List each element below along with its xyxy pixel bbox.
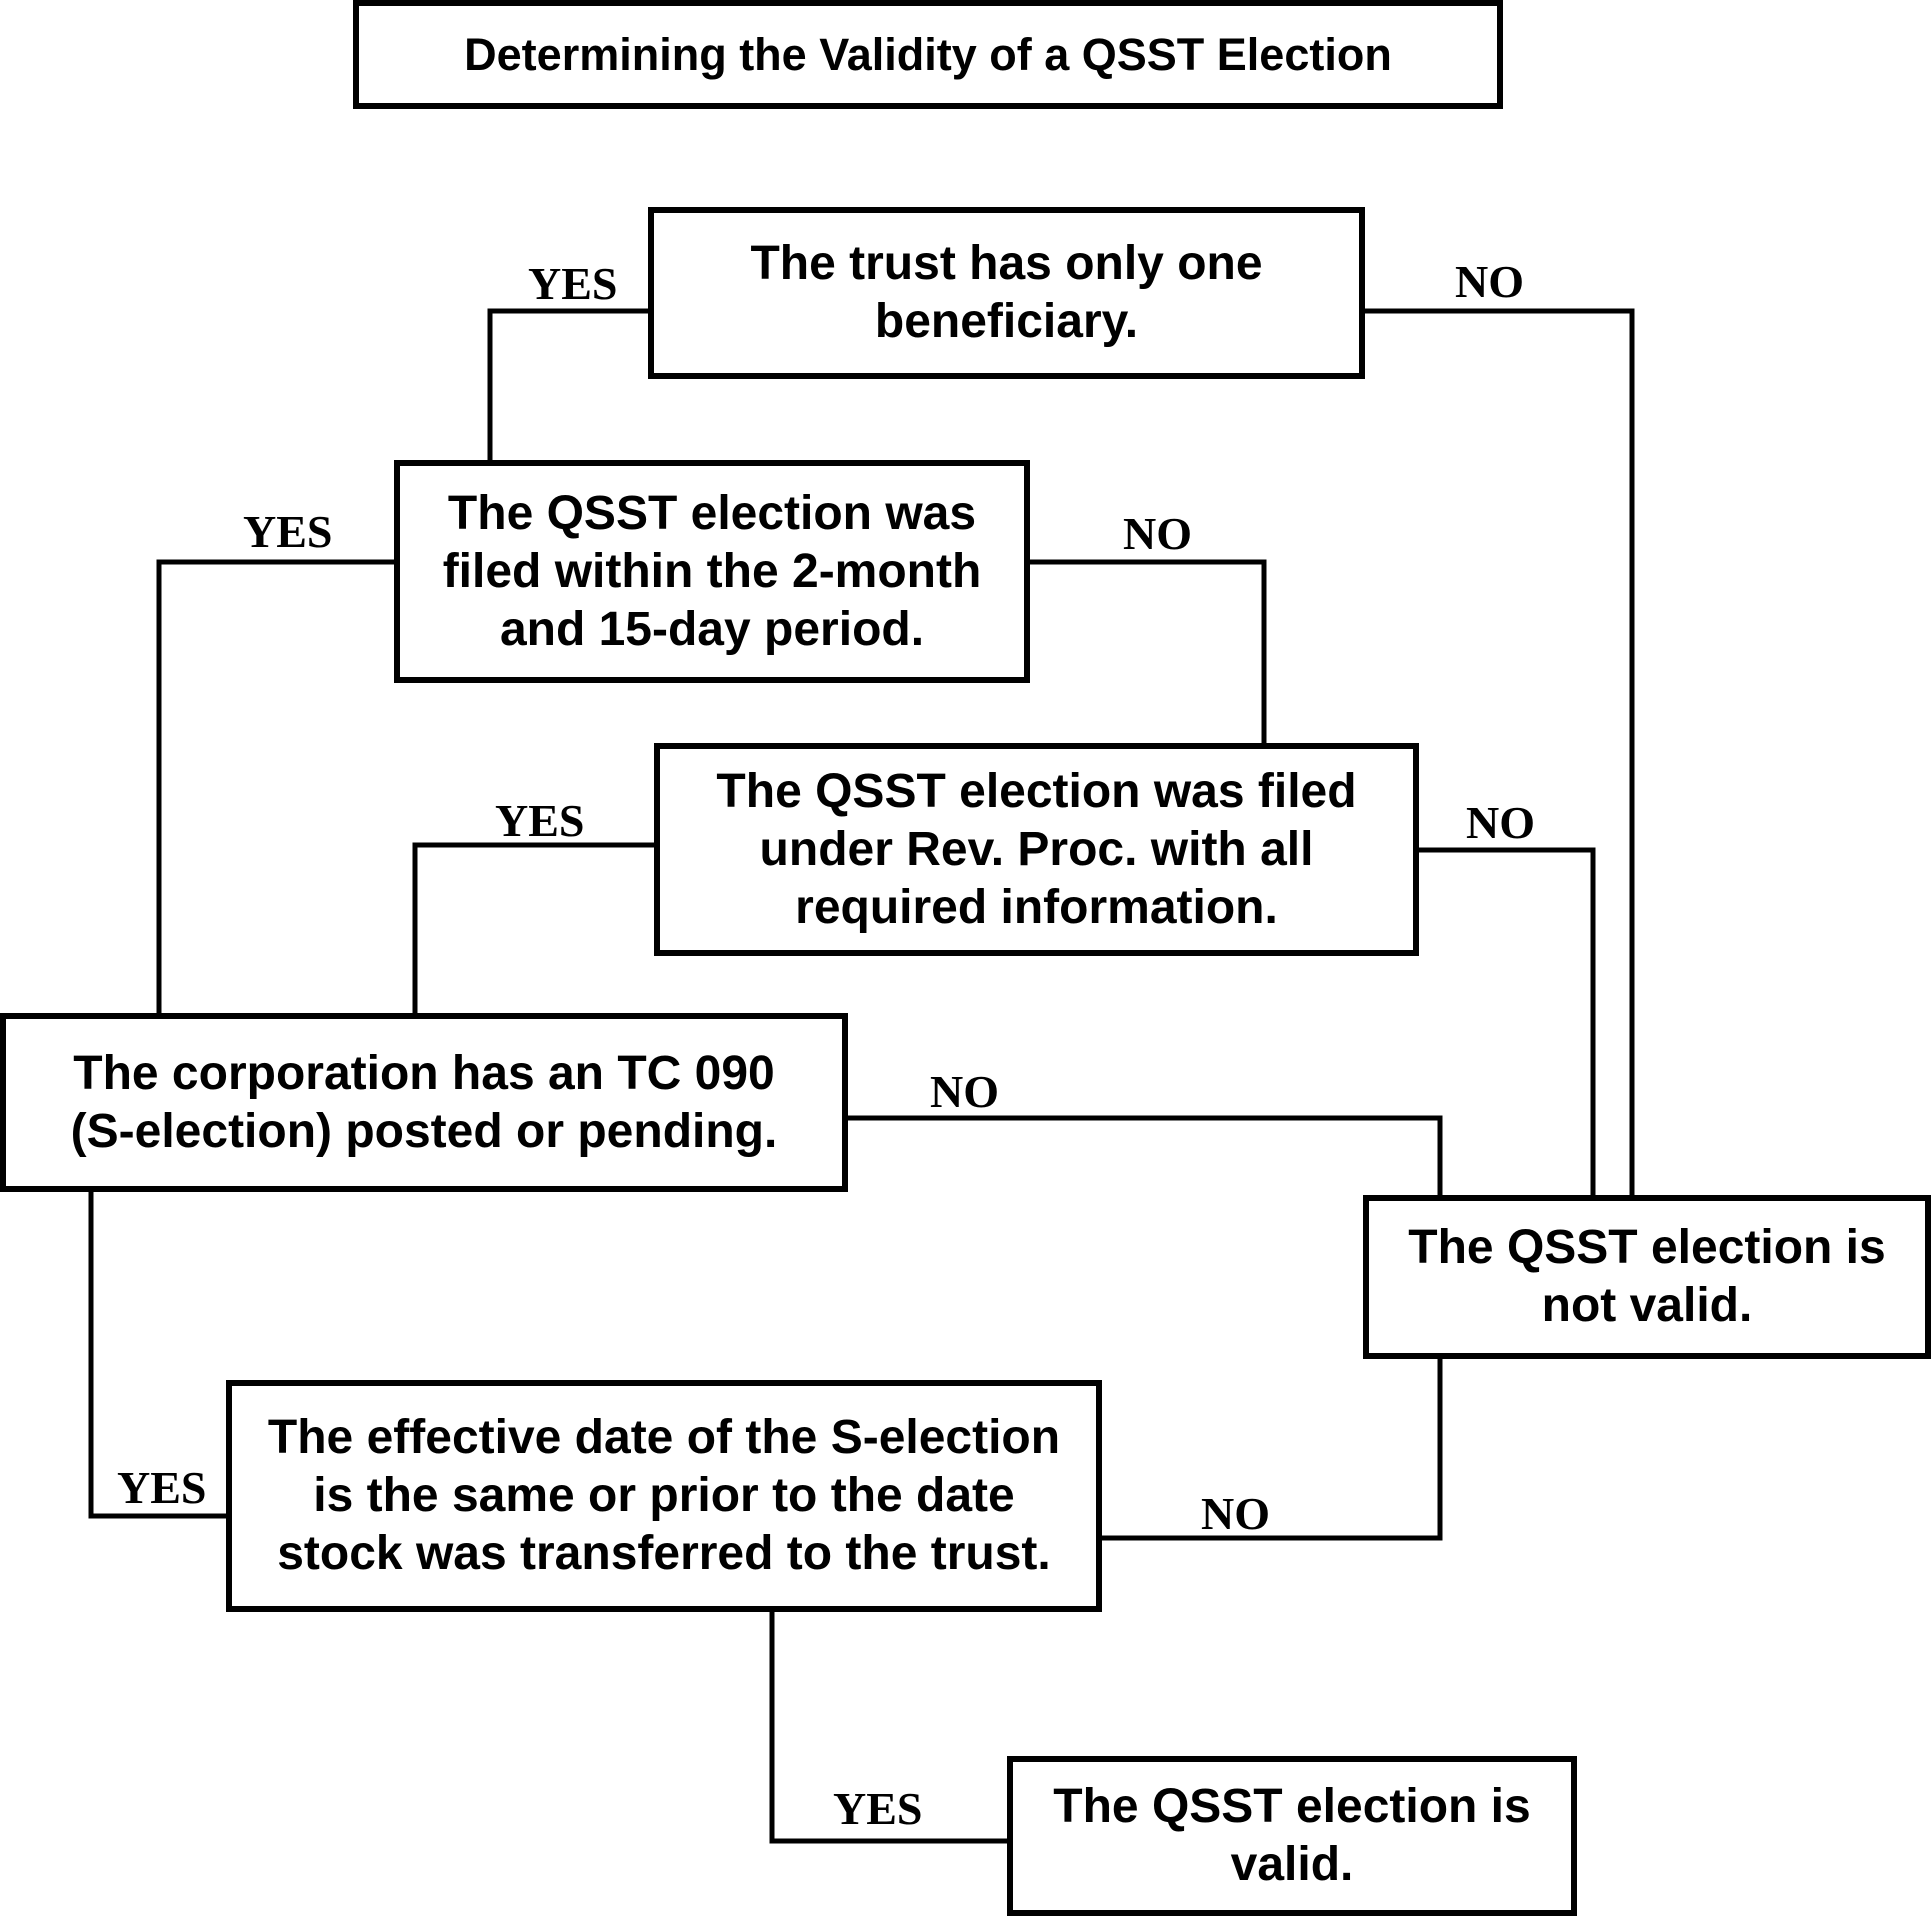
label-one-beneficiary-yes: YES (528, 258, 618, 309)
connector-one-beneficiary-yes (487, 308, 654, 465)
label-tc090-no: NO (930, 1066, 999, 1117)
outcome-not-valid: The QSST election is not valid. (1363, 1195, 1931, 1359)
decision-effective-date-text: The effective date of the S-election is … (267, 1411, 1061, 1580)
connector-filed-within-period-no (1024, 559, 1267, 749)
decision-filed-rev-proc: The QSST election was filed under Rev. P… (654, 743, 1419, 956)
connector-one-beneficiary-no (1359, 308, 1635, 1201)
label-effective-date-yes: YES (833, 1783, 923, 1834)
label-filed-within-period-no: NO (1123, 508, 1192, 559)
decision-tc090-text: The corporation has an TC 090 (S-electio… (70, 1046, 778, 1158)
diagram-title: Determining the Validity of a QSST Elect… (464, 28, 1392, 80)
decision-filed-rev-proc-text: The QSST election was filed under Rev. P… (716, 764, 1357, 934)
decision-filed-within-period: The QSST election was filed within the 2… (394, 460, 1030, 683)
label-filed-rev-proc-yes: YES (495, 795, 585, 846)
decision-one-beneficiary: The trust has only one beneficiary. (648, 207, 1365, 379)
connector-effective-date-yes (769, 1607, 1013, 1844)
decision-one-beneficiary-text: The trust has only one beneficiary. (750, 237, 1263, 348)
label-effective-date-no: NO (1201, 1488, 1270, 1539)
outcome-valid: The QSST election is valid. (1007, 1756, 1577, 1916)
outcome-not-valid-text: The QSST election is not valid. (1408, 1221, 1886, 1332)
connector-tc090-no (842, 1115, 1443, 1201)
label-tc090-yes: YES (117, 1462, 207, 1513)
connector-filed-within-period-yes (156, 559, 400, 1019)
decision-tc090: The corporation has an TC 090 (S-electio… (0, 1013, 848, 1192)
label-filed-rev-proc-no: NO (1466, 797, 1535, 848)
connector-filed-rev-proc-no (1413, 847, 1596, 1201)
connector-filed-rev-proc-yes (412, 842, 660, 1019)
outcome-valid-text: The QSST election is valid. (1053, 1780, 1531, 1891)
decision-filed-within-period-text: The QSST election was filed within the 2… (442, 486, 982, 656)
decision-effective-date: The effective date of the S-election is … (226, 1380, 1102, 1612)
title-box: Determining the Validity of a QSST Elect… (353, 0, 1503, 109)
connector-tc090-yes (88, 1186, 232, 1519)
label-filed-within-period-yes: YES (243, 506, 333, 557)
label-one-beneficiary-no: NO (1455, 256, 1524, 307)
connector-effective-date-no (1096, 1353, 1443, 1541)
